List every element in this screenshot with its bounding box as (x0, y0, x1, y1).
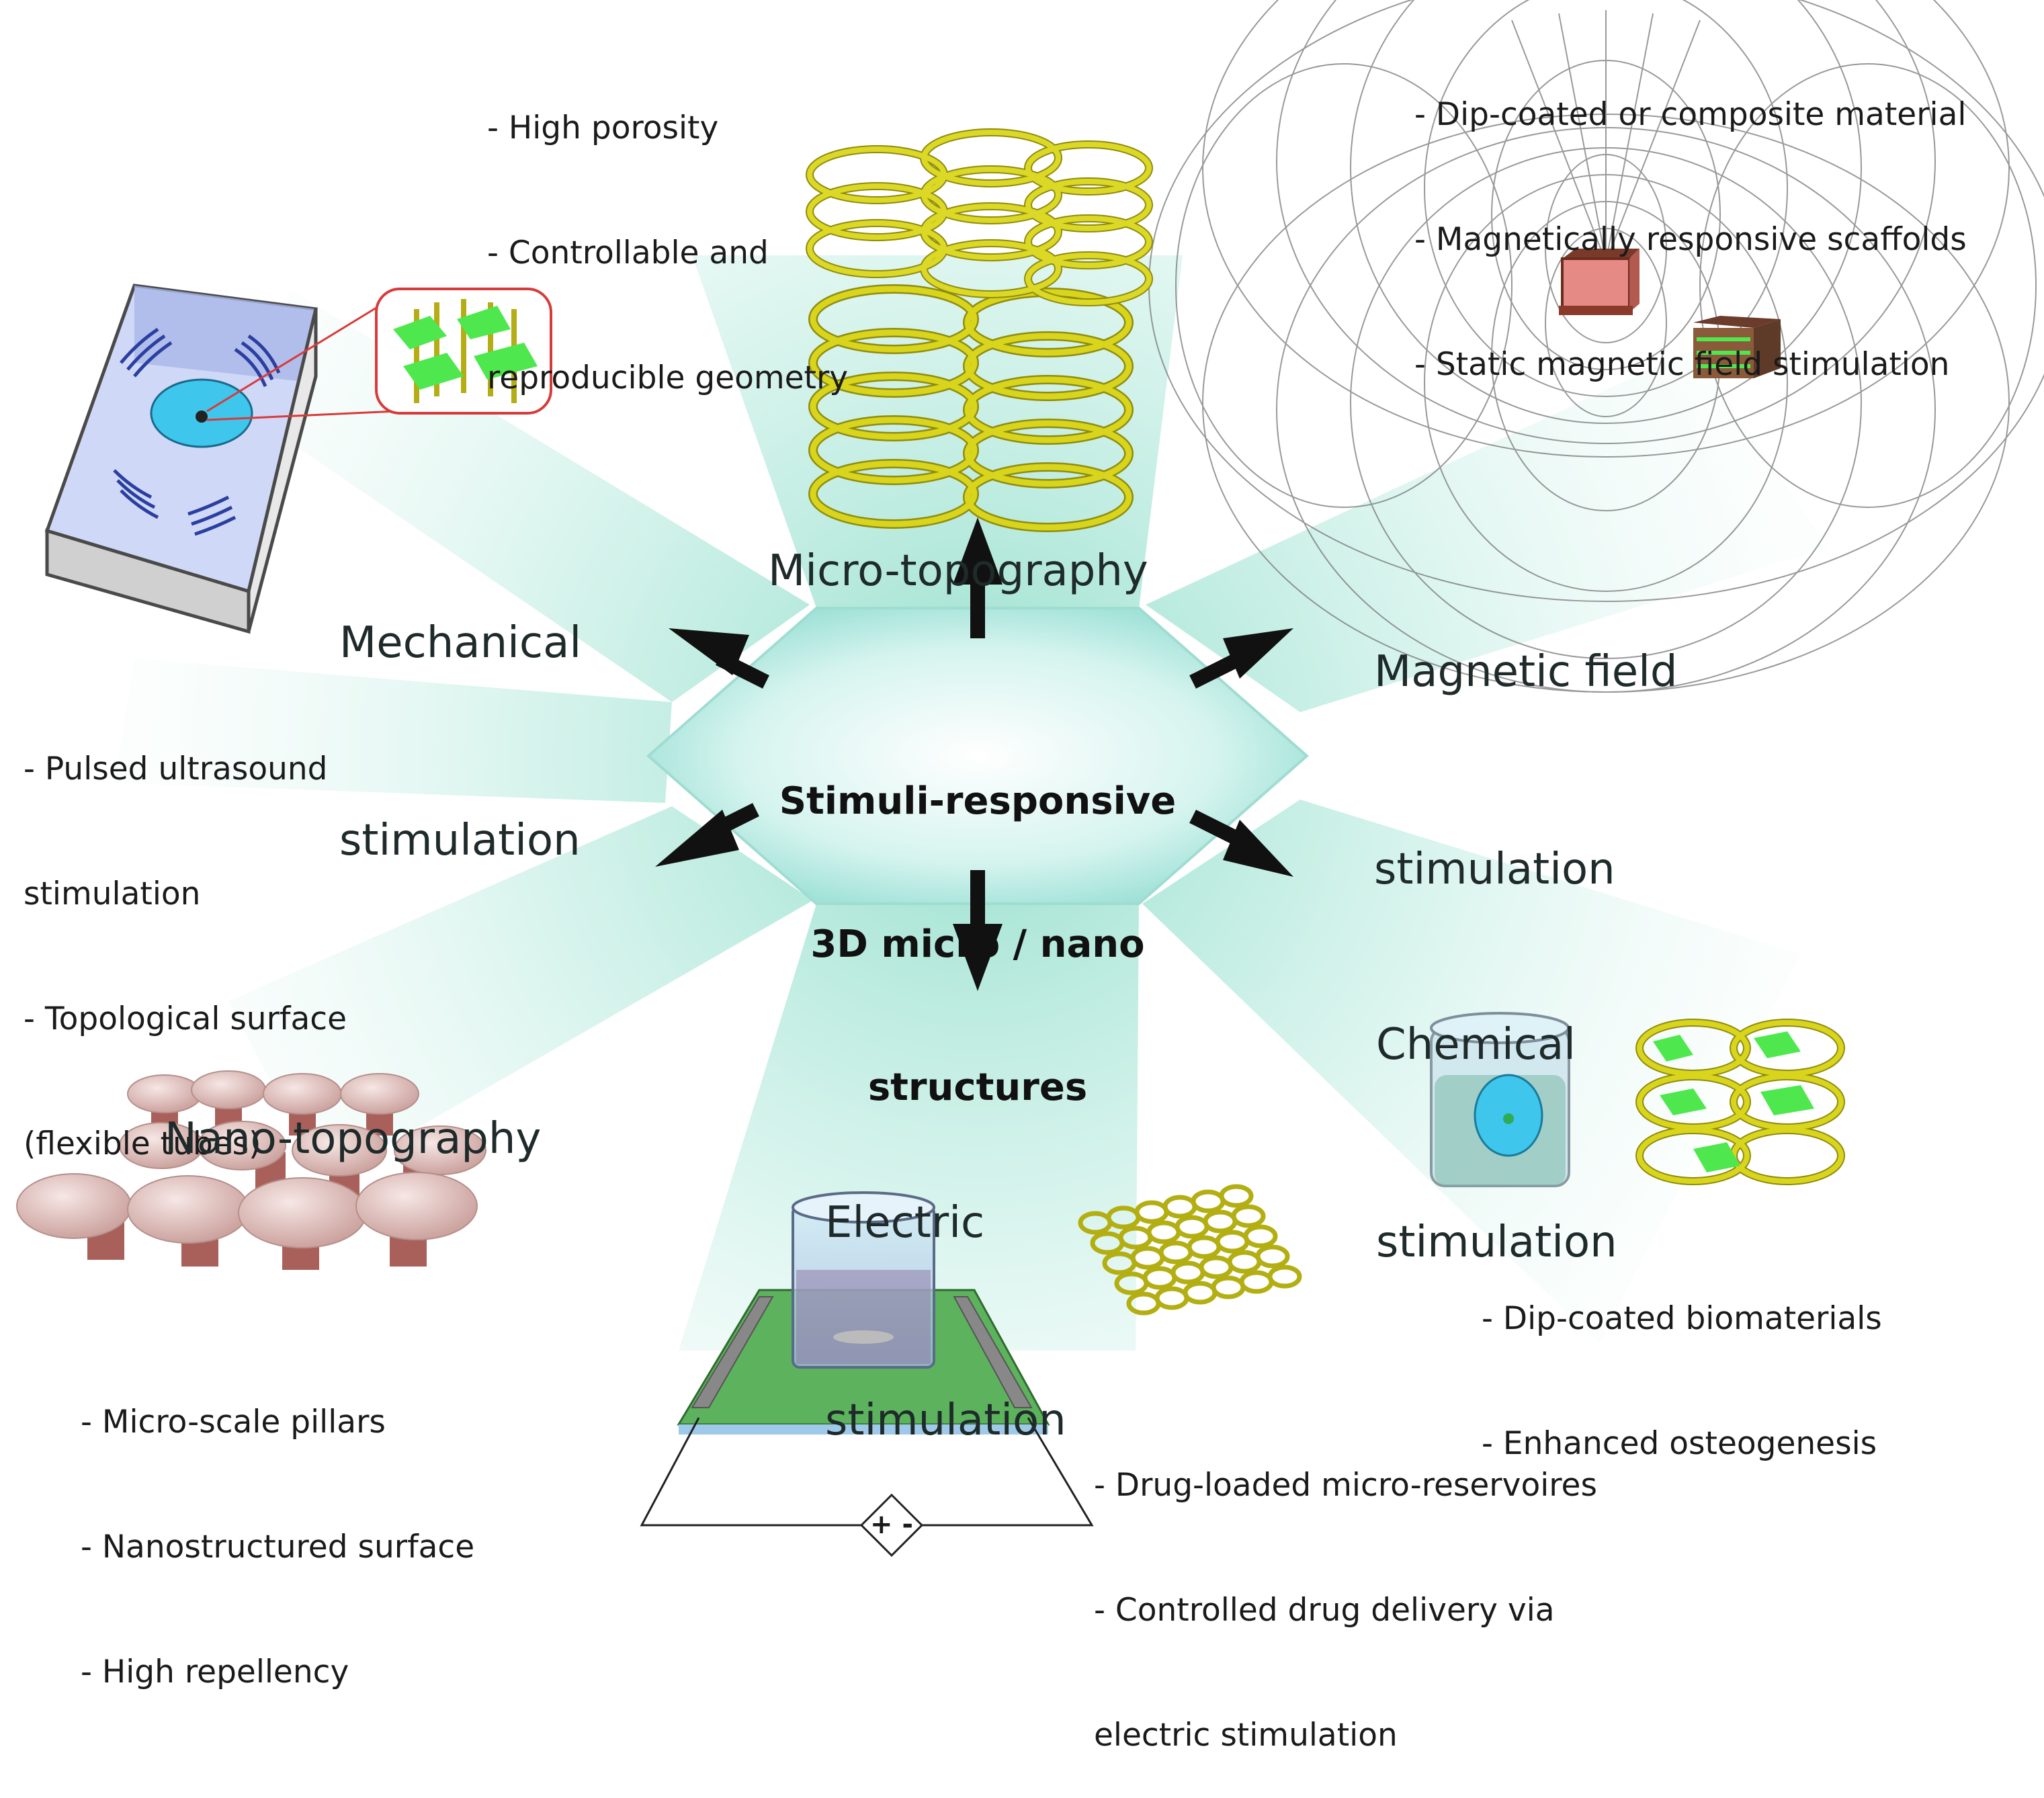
electric-setup-icon (640, 1191, 1094, 1557)
reservoir-ring (1134, 1200, 1169, 1224)
chemical-bullet-2: - Enhanced osteogenesis (1482, 1425, 1877, 1462)
arrows (655, 517, 1293, 991)
center-label: Stimuli-responsive 3D micro / nano struc… (776, 682, 1179, 1159)
magnetic-scaffold-icon (1693, 316, 1781, 378)
magnetic-title-line-2: stimulation (1374, 845, 1615, 894)
arrow-upper-left (669, 628, 769, 689)
ultrasound-bath-icon (44, 284, 552, 634)
electric-bullet-2: - Controlled drug delivery via (1094, 1592, 1555, 1629)
reservoir-ring (1175, 1215, 1209, 1239)
micro-reservoir-array-icon (1078, 1184, 1302, 1316)
micro-bullet-3: reproducible geometry (487, 359, 849, 396)
mechanical-bullet-2: stimulation (24, 875, 201, 912)
micro-bullet-1: - High porosity (487, 110, 719, 146)
mechanical-title: Mechanical stimulation (339, 478, 581, 939)
magnetic-field-lines (1148, 0, 2044, 693)
center-hexagon (646, 607, 1310, 905)
reservoir-ring (1243, 1224, 1278, 1248)
mechanical-bullets: - Pulsed ultrasound stimulation - Topolo… (24, 665, 347, 1207)
reservoir-ring (1154, 1286, 1189, 1310)
center-label-line-2: 3D micro / nano (810, 923, 1145, 966)
reservoir-ring (1158, 1240, 1193, 1265)
chemical-title-line-1: Chemical (1376, 1020, 1576, 1070)
nano-pillars-icon (16, 1070, 486, 1270)
micro-scaffold-icon (806, 128, 1153, 532)
chemical-title: Chemical stimulation (1376, 880, 1617, 1341)
mechanical-bullet-1: - Pulsed ultrasound (24, 751, 328, 787)
reservoir-ring (1239, 1270, 1274, 1294)
reservoir-ring (1255, 1244, 1290, 1269)
power-polarity-label: + - (869, 1509, 914, 1540)
reservoir-ring (1130, 1246, 1165, 1270)
micro-title-line-1: Micro-topography (768, 546, 1148, 596)
ray-left (114, 658, 672, 803)
chemical-beaker-icon (1430, 1012, 1570, 1187)
electric-title: Electric stimulation (825, 1058, 1066, 1519)
chemical-title-line-2: stimulation (1376, 1217, 1617, 1267)
reservoir-ring (1170, 1260, 1205, 1285)
center-label-line-1: Stimuli-responsive (779, 779, 1177, 823)
chemical-scaffold-icon (1635, 1019, 1845, 1185)
reservoir-ring (1187, 1235, 1222, 1259)
micro-topography-bullets: - High porosity - Controllable and repro… (487, 24, 848, 441)
center-label-line-3: structures (867, 1066, 1088, 1109)
micro-bullet-2: - Controllable and (487, 234, 769, 271)
diagram-canvas (16, 0, 2044, 1557)
reservoir-ring (1267, 1265, 1302, 1289)
magnet-icon (1559, 249, 1640, 315)
electric-title-line-2: stimulation (825, 1396, 1066, 1445)
power-source-icon (859, 1493, 924, 1557)
nano-bullet-2: - Nanostructured surface (81, 1529, 475, 1566)
chemical-bullet-1: - Dip-coated biomaterials (1482, 1300, 1882, 1337)
electric-title-line-1: Electric (825, 1198, 985, 1248)
magnetic-bullet-3: - Static magnetic field stimulation (1414, 346, 1950, 383)
reservoir-ring (1227, 1250, 1262, 1274)
reservoir-ring (1191, 1189, 1226, 1213)
reservoir-ring (1146, 1220, 1181, 1244)
magnetic-bullet-2: - Magnetically responsive scaffolds (1414, 221, 1967, 258)
reservoir-ring (1215, 1230, 1250, 1254)
magnetic-bullets: - Dip-coated or composite material - Mag… (1414, 11, 1967, 427)
magnetic-title-line-1: Magnetic field (1374, 647, 1678, 697)
electric-bullet-1: - Drug-loaded micro-reservoires (1094, 1467, 1597, 1504)
reservoir-ring (1162, 1195, 1197, 1219)
reservoir-ring (1231, 1204, 1266, 1228)
magnetic-bullet-1: - Dip-coated or composite material (1414, 96, 1967, 133)
arrow-lower-right (1189, 810, 1293, 877)
chemical-bullets: - Dip-coated biomaterials - Enhanced ost… (1482, 1215, 1882, 1506)
arrow-up (953, 517, 1003, 638)
arrow-upper-right (1189, 628, 1293, 689)
micro-topography-title: Micro-topography (768, 406, 1148, 670)
reservoir-ring (1211, 1275, 1246, 1299)
arrow-down (953, 870, 1003, 991)
nano-title-line-1: Nano-topography (165, 1114, 542, 1164)
magnetic-title: Magnetic field stimulation (1374, 507, 1678, 968)
reservoir-ring (1183, 1281, 1218, 1305)
reservoir-ring (1142, 1266, 1177, 1290)
electric-bullet-3: electric stimulation (1094, 1717, 1398, 1754)
mechanical-bullet-4: (flexible tubes) (24, 1125, 261, 1162)
nano-topography-bullets: - Micro-scale pillars - Nanostructured s… (81, 1318, 474, 1735)
reservoir-ring (1203, 1209, 1238, 1234)
reservoir-ring (1199, 1255, 1234, 1279)
arrow-lower-left (655, 803, 759, 867)
nano-bullet-3: - High repellency (81, 1654, 349, 1690)
nano-bullet-1: - Micro-scale pillars (81, 1404, 386, 1441)
mechanical-title-line-1: Mechanical (339, 618, 582, 668)
reservoir-ring (1219, 1184, 1254, 1208)
nano-topography-title: Nano-topography (165, 974, 541, 1238)
mechanical-title-line-2: stimulation (339, 816, 581, 865)
mechanical-bullet-3: - Topological surface (24, 1000, 347, 1037)
